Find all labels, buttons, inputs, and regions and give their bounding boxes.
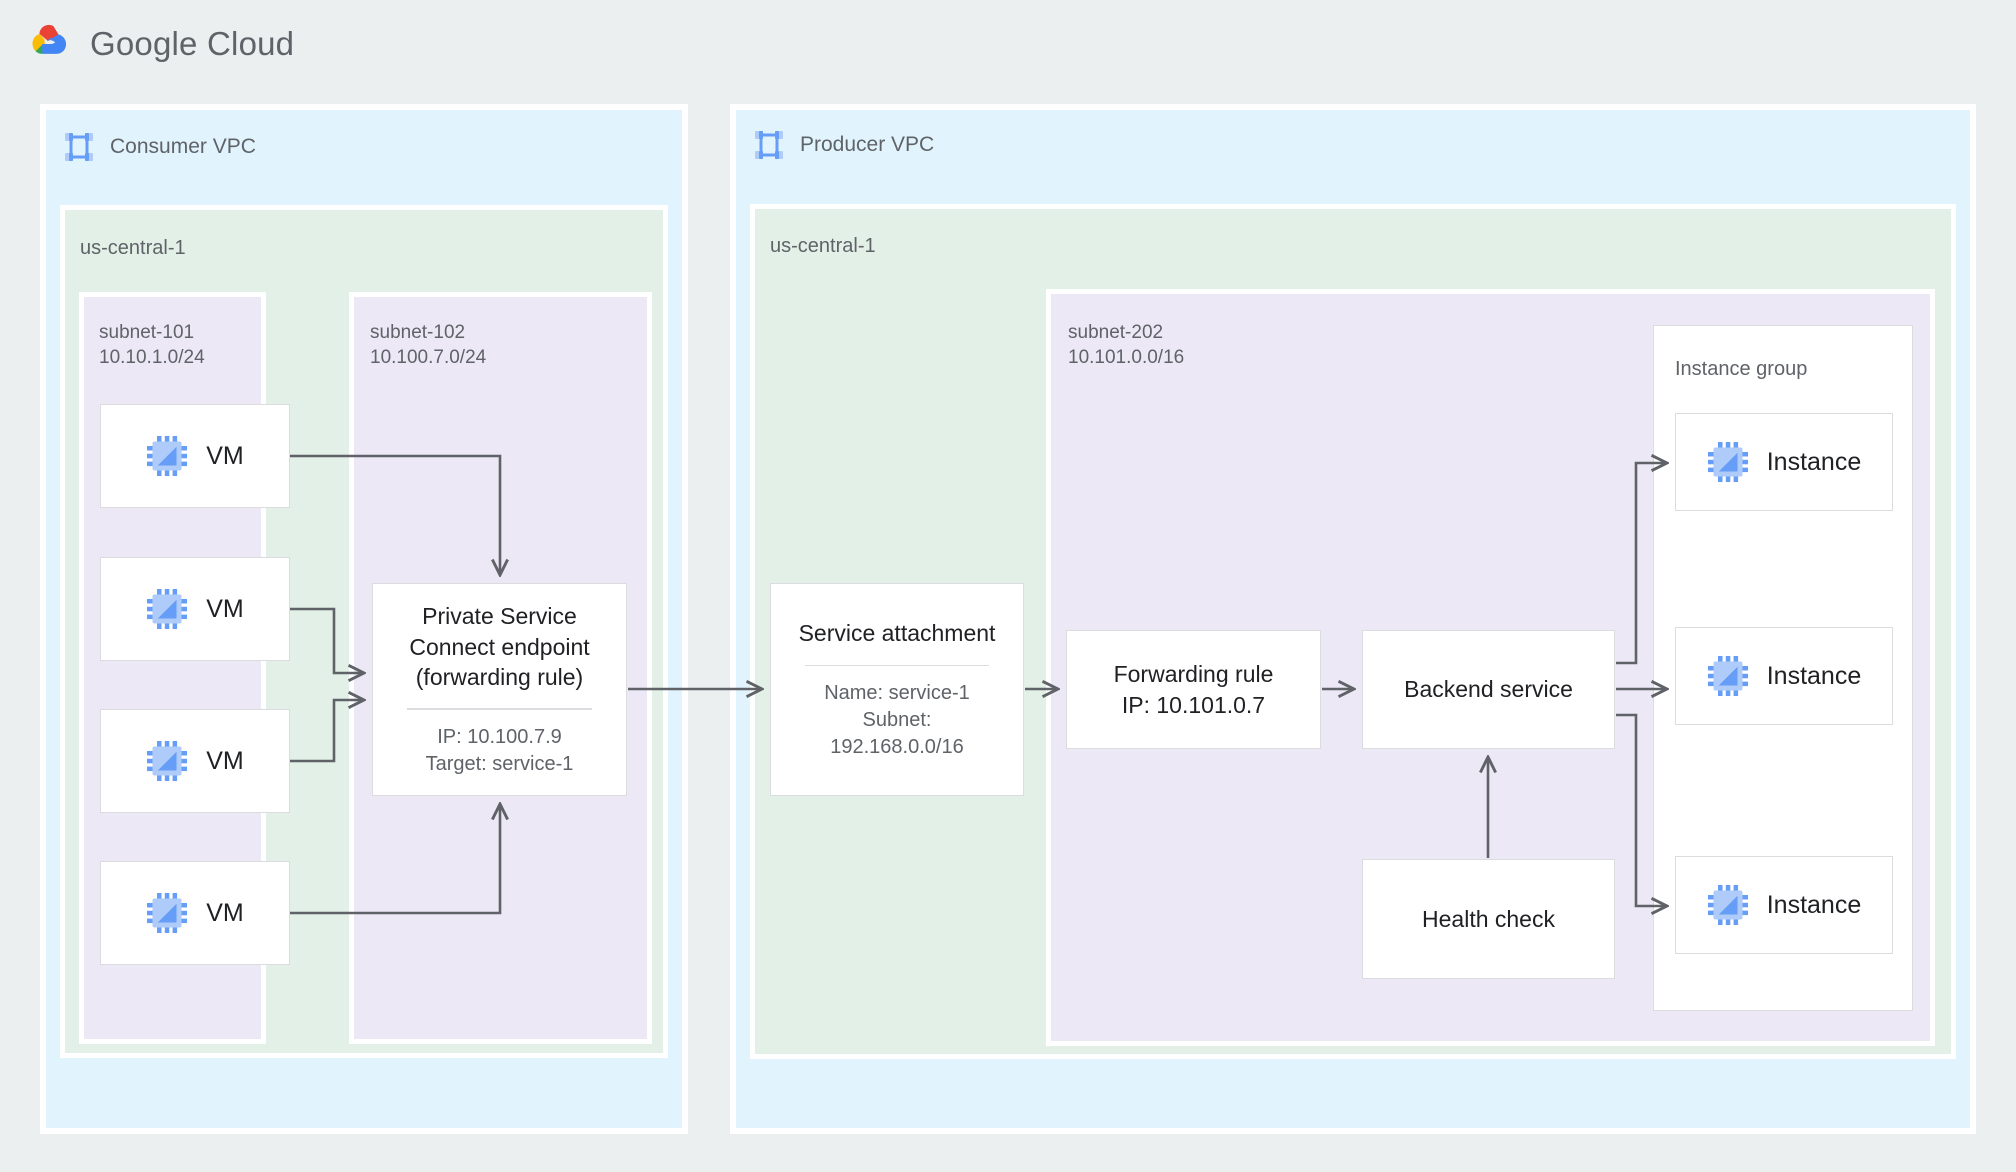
service-attachment-name: Name: service-1 <box>824 682 970 705</box>
compute-instance-icon <box>1707 885 1748 925</box>
backend-service-title: Backend service <box>1404 676 1573 703</box>
google-cloud-logo <box>32 24 66 54</box>
service-attachment-subnet-cidr: 192.168.0.0/16 <box>830 735 964 758</box>
vm-label-2: VM <box>206 594 244 623</box>
subnet-202-label: subnet-202 10.101.0.0/16 <box>1068 320 1184 370</box>
subnet-202-name: subnet-202 <box>1068 322 1164 343</box>
psc-endpoint-ip: IP: 10.100.7.9 <box>437 725 562 748</box>
compute-vm-icon <box>147 589 188 629</box>
health-check-card[interactable]: Health check <box>1362 859 1615 979</box>
vm-card-2[interactable]: VM <box>100 557 290 661</box>
subnet-101-label: subnet-101 10.10.1.0/24 <box>99 320 205 370</box>
consumer-vpc-label: Consumer VPC <box>110 135 256 158</box>
subnet-102-label: subnet-102 10.100.7.0/24 <box>370 320 486 370</box>
subnet-101-name: subnet-101 <box>99 322 195 343</box>
vpc-network-icon <box>65 133 93 161</box>
psc-endpoint-title-line3: (forwarding rule) <box>415 664 584 691</box>
service-attachment-title: Service attachment <box>798 620 996 647</box>
psc-endpoint-target: Target: service-1 <box>425 752 574 775</box>
psc-endpoint-title-line2: Connect endpoint <box>409 633 590 660</box>
forwarding-rule-card[interactable]: Forwarding rule IP: 10.101.0.7 <box>1066 630 1321 749</box>
subnet-101-cidr: 10.10.1.0/24 <box>99 347 205 369</box>
subnet-102-name: subnet-102 <box>370 322 466 343</box>
instance-card-3[interactable]: Instance <box>1675 856 1893 954</box>
consumer-region-label: us-central-1 <box>80 237 186 259</box>
service-attachment-divider <box>805 664 989 667</box>
backend-service-card[interactable]: Backend service <box>1362 630 1615 749</box>
forwarding-rule-title: Forwarding rule IP: 10.101.0.7 <box>1114 659 1274 720</box>
instance-group-label: Instance group <box>1675 358 1808 380</box>
psc-endpoint-divider <box>407 708 592 710</box>
psc-endpoint-title: Private Service Connect endpoint (forwar… <box>409 601 589 692</box>
instance-label-1: Instance <box>1766 447 1862 476</box>
instance-card-2[interactable]: Instance <box>1675 627 1893 725</box>
producer-vpc-header: Producer VPC <box>752 128 934 162</box>
vm-card-4[interactable]: VM <box>100 861 290 965</box>
instance-card-1[interactable]: Instance <box>1675 413 1893 511</box>
forwarding-rule-ip: IP: 10.101.0.7 <box>1121 691 1266 718</box>
health-check-title: Health check <box>1422 905 1555 932</box>
compute-vm-icon <box>147 893 188 933</box>
service-attachment-subnet-label: Subnet: <box>862 709 932 732</box>
instance-label-2: Instance <box>1766 661 1862 690</box>
vm-label-4: VM <box>206 898 244 927</box>
producer-region-label: us-central-1 <box>770 235 876 257</box>
google-cloud-brand: Google Cloud <box>28 22 294 66</box>
vm-label-1: VM <box>206 441 244 470</box>
consumer-vpc-header: Consumer VPC <box>62 130 256 164</box>
compute-instance-icon <box>1707 656 1748 696</box>
vpc-network-icon <box>755 131 783 159</box>
brand-word-cloud: Cloud <box>207 25 295 62</box>
brand-word-google: Google <box>90 25 198 62</box>
forwarding-rule-name: Forwarding rule <box>1113 661 1274 688</box>
compute-vm-icon <box>147 436 188 476</box>
instance-label-3: Instance <box>1766 890 1862 919</box>
compute-instance-icon <box>1707 442 1748 482</box>
compute-vm-icon <box>147 741 188 781</box>
service-attachment-card[interactable]: Service attachment Name: service-1 Subne… <box>770 583 1024 796</box>
subnet-202-cidr: 10.101.0.0/16 <box>1068 347 1185 369</box>
service-attachment-details: Name: service-1 Subnet: 192.168.0.0/16 <box>824 680 970 760</box>
producer-vpc-label: Producer VPC <box>800 133 935 156</box>
psc-endpoint-details: IP: 10.100.7.9 Target: service-1 <box>426 724 574 778</box>
psc-endpoint-card[interactable]: Private Service Connect endpoint (forwar… <box>372 583 627 796</box>
vm-label-3: VM <box>206 746 244 775</box>
vm-card-1[interactable]: VM <box>100 404 290 508</box>
subnet-102-cidr: 10.100.7.0/24 <box>370 347 487 369</box>
vm-card-3[interactable]: VM <box>100 709 290 813</box>
brand-wordmark: Google Cloud <box>90 25 294 63</box>
psc-endpoint-title-line1: Private Service <box>422 603 577 630</box>
